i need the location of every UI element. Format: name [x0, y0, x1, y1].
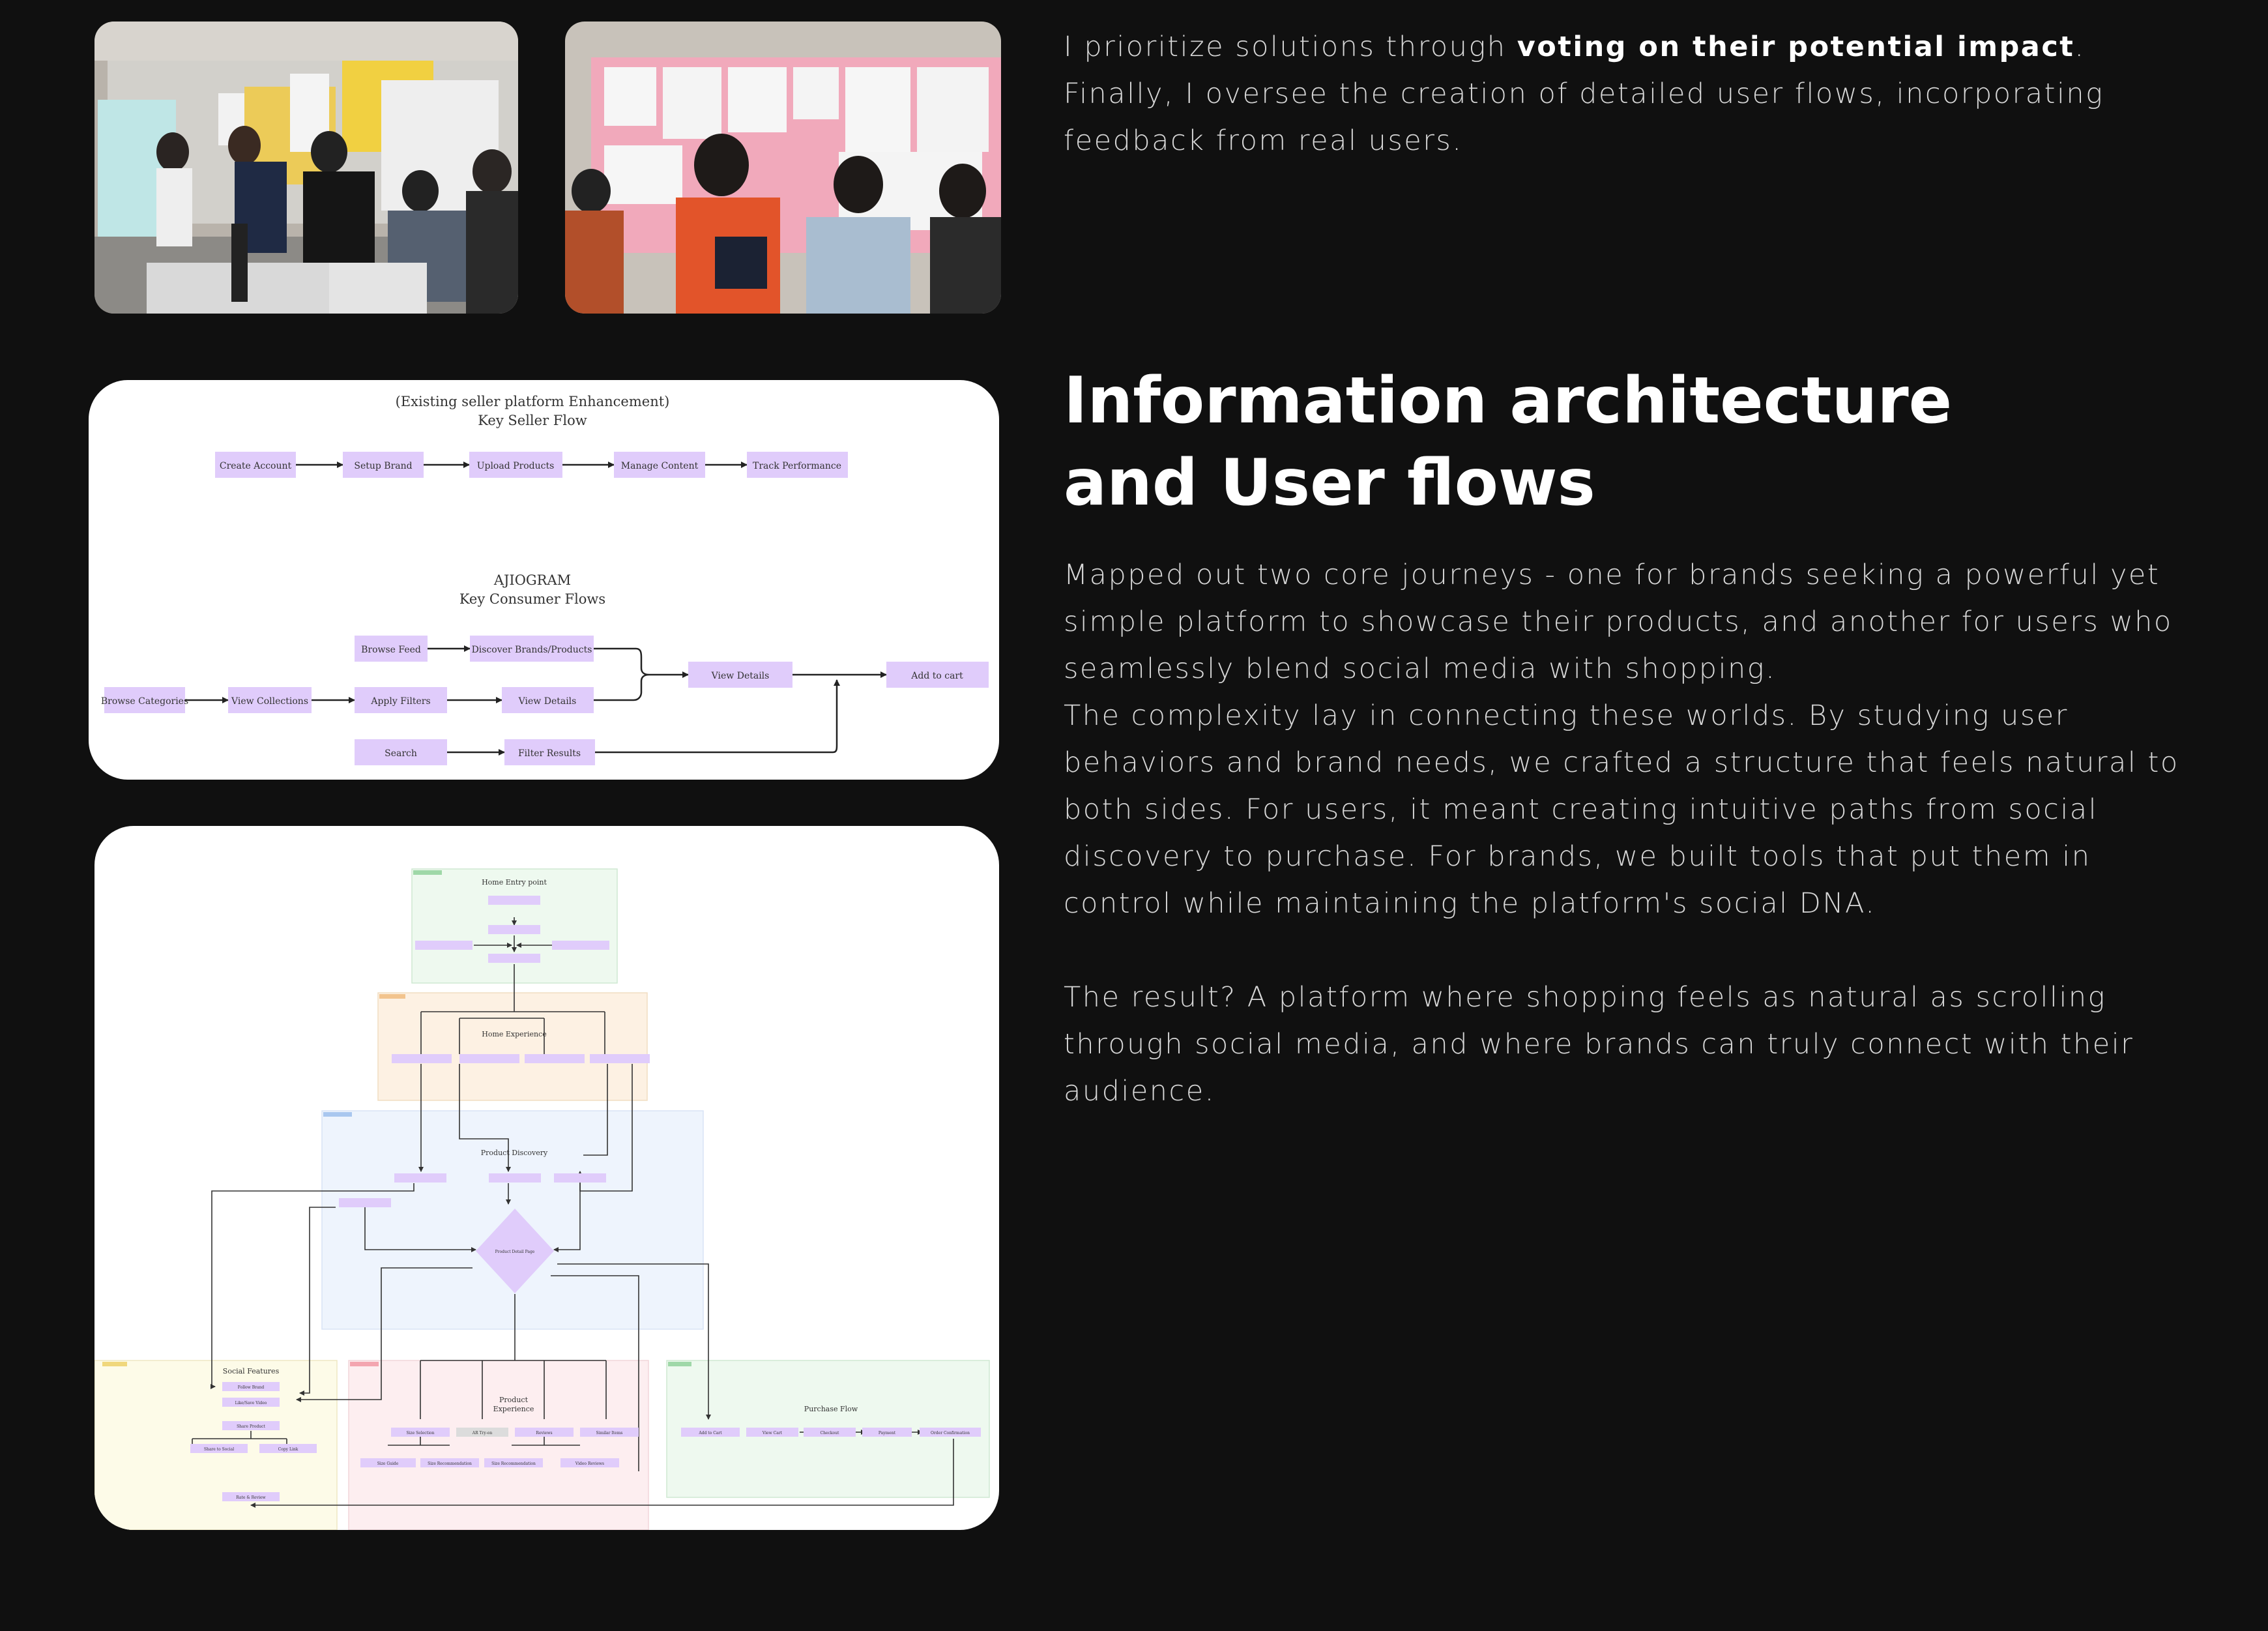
svg-text:Rate & Review: Rate & Review [236, 1495, 266, 1500]
section-body: Mapped out two core journeys - one for b… [1064, 551, 2191, 1115]
label-product-discovery: Product Discovery [481, 1149, 548, 1157]
section-paragraph-3: The result? A platform where shopping fe… [1064, 981, 2134, 1108]
intro-paragraph: I prioritize solutions through voting on… [1064, 31, 2104, 157]
svg-text:View Collections: View Collections [231, 696, 308, 707]
information-architecture-card: Home Entry point Home Experience Product… [94, 826, 999, 1530]
section-title-line-2: and User flows [1064, 446, 1595, 520]
svg-text:Apply Filters: Apply Filters [370, 696, 430, 707]
key-flows-diagram: (Existing seller platform Enhancement) K… [101, 394, 989, 765]
svg-text:Setup Brand: Setup Brand [354, 461, 412, 471]
key-flows-card: (Existing seller platform Enhancement) K… [89, 380, 999, 780]
label-purchase-flow: Purchase Flow [804, 1405, 858, 1413]
seller-step-5: Track Performance [747, 452, 848, 478]
svg-text:Checkout: Checkout [821, 1431, 839, 1435]
svg-text:Copy Link: Copy Link [278, 1447, 298, 1452]
svg-text:Share to Social: Share to Social [204, 1447, 234, 1452]
svg-text:Filter Results: Filter Results [518, 748, 581, 759]
seller-step-3: Upload Products [469, 452, 562, 478]
node-discover-brands: Discover Brands/Products [470, 636, 594, 662]
seller-step-4: Manage Content [614, 452, 705, 478]
svg-text:Search: Search [385, 748, 417, 759]
label-social-features: Social Features [223, 1367, 280, 1375]
svg-text:Reviews: Reviews [536, 1431, 552, 1435]
product-detail-page-node [476, 1209, 554, 1293]
svg-text:Create Account: Create Account [220, 461, 292, 471]
section-paragraph-1: Mapped out two core journeys - one for b… [1064, 559, 2173, 685]
svg-text:Size Guide: Size Guide [377, 1462, 399, 1466]
svg-text:Browse Feed: Browse Feed [361, 645, 421, 655]
node-view-collections: View Collections [228, 687, 312, 713]
node-filter-results: Filter Results [504, 739, 595, 765]
paragraph-spacer [1064, 927, 2191, 974]
svg-text:Size Selection: Size Selection [407, 1431, 435, 1435]
svg-text:Discover Brands/Products: Discover Brands/Products [472, 645, 592, 655]
svg-text:Payment: Payment [879, 1431, 896, 1435]
node-search: Search [355, 739, 447, 765]
workshop-photo-sticky-notes [94, 22, 518, 314]
seller-title: Key Seller Flow [478, 413, 587, 428]
svg-text:View Details: View Details [518, 696, 577, 707]
section-paragraph-2: The complexity lay in connecting these w… [1064, 699, 2179, 920]
seller-step-2: Setup Brand [343, 452, 424, 478]
svg-text:Order Confirmation: Order Confirmation [931, 1431, 970, 1435]
section-title: Information architecture and User flows [1064, 360, 2172, 524]
section-title-line-1: Information architecture [1064, 364, 1953, 438]
workshop-photo-wall-review-image [565, 22, 1001, 314]
svg-text:Size Recommendation: Size Recommendation [428, 1462, 472, 1466]
label-product-detail-page: Product Detail Page [495, 1250, 535, 1254]
svg-text:Share Product: Share Product [237, 1424, 265, 1429]
svg-text:Track Performance: Track Performance [753, 461, 841, 471]
intro-text: I prioritize solutions through voting on… [1064, 23, 2191, 164]
workshop-photo-wall-review [565, 22, 1001, 314]
node-view-details-2: View Details [688, 662, 792, 688]
label-home-entry: Home Entry point [482, 878, 547, 887]
information-architecture-diagram: Home Entry point Home Experience Product… [94, 868, 990, 1530]
svg-text:Size Recommendation: Size Recommendation [491, 1462, 536, 1466]
node-browse-categories: Browse Categories [101, 687, 188, 713]
node-browse-feed: Browse Feed [355, 636, 428, 662]
svg-text:View Cart: View Cart [762, 1431, 783, 1435]
node-add-to-cart: Add to cart [886, 662, 989, 688]
label-product-experience-line-2: Experience [493, 1405, 534, 1413]
node-apply-filters: Apply Filters [355, 687, 447, 713]
workshop-photo-sticky-notes-image [94, 22, 518, 314]
svg-text:View Details: View Details [711, 671, 770, 681]
svg-text:AR Try-on: AR Try-on [472, 1431, 493, 1435]
svg-text:Like/Save Video: Like/Save Video [235, 1401, 267, 1405]
svg-text:Similar Items: Similar Items [596, 1431, 622, 1435]
svg-text:Browse Categories: Browse Categories [101, 696, 188, 707]
seller-subtitle: (Existing seller platform Enhancement) [396, 394, 670, 409]
intro-bold-phrase: voting on their potential impact [1517, 31, 2075, 63]
node-view-details-1: View Details [502, 687, 594, 713]
label-home-experience: Home Experience [482, 1030, 546, 1038]
consumer-brand: AJIOGRAM [493, 572, 571, 588]
svg-text:Follow Brand: Follow Brand [238, 1385, 265, 1390]
svg-text:Manage Content: Manage Content [621, 461, 699, 471]
label-product-experience-line-1: Product [499, 1396, 529, 1404]
seller-step-1: Create Account [215, 452, 296, 478]
svg-text:Add to cart: Add to cart [910, 671, 963, 681]
consumer-title: Key Consumer Flows [459, 591, 605, 607]
svg-text:Video Reviews: Video Reviews [575, 1462, 604, 1466]
svg-text:Add to Cart: Add to Cart [698, 1431, 722, 1435]
svg-text:Upload Products: Upload Products [477, 461, 555, 471]
section-home-experience [377, 992, 648, 1101]
